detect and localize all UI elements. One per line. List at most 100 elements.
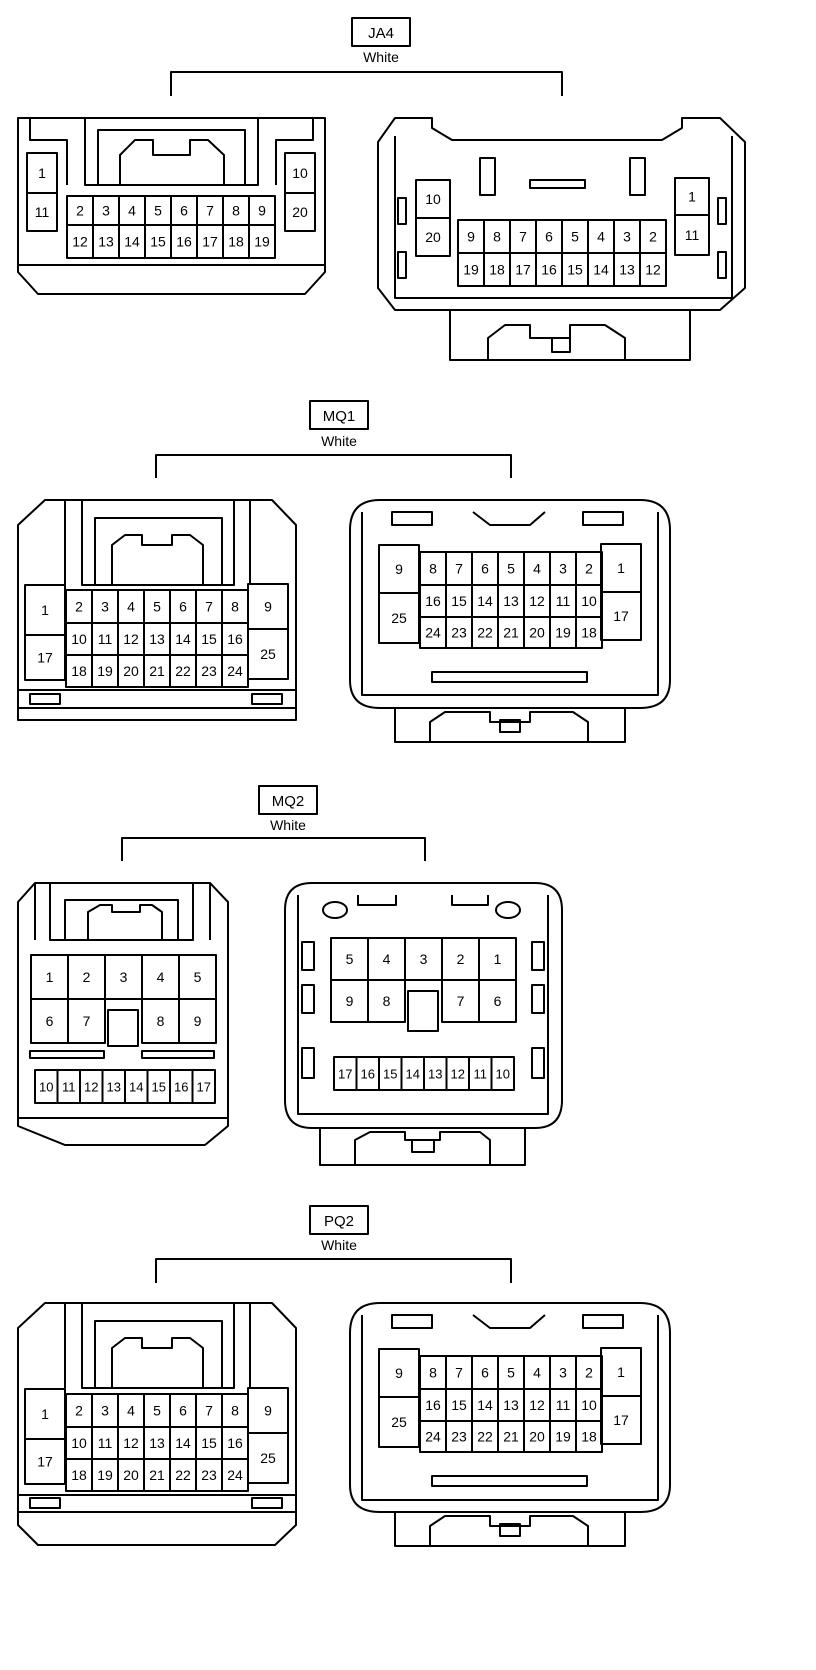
pin-number: 3	[559, 1365, 567, 1381]
pin-number: 19	[97, 663, 113, 679]
connector-label: MQ2	[272, 793, 305, 810]
pin-number: 15	[383, 1067, 397, 1082]
key-notch	[357, 895, 489, 906]
pin-number: 5	[153, 599, 161, 615]
pin-number: 13	[503, 1397, 519, 1413]
pin-number: 6	[481, 1365, 489, 1381]
cavity-plug	[407, 990, 439, 1032]
pin-number: 5	[153, 1403, 161, 1419]
pin-number: 20	[123, 663, 139, 679]
pin-number: 9	[395, 561, 403, 577]
pin-number: 1	[41, 602, 49, 618]
pin-number: 15	[201, 1435, 217, 1451]
pin-number: 1	[617, 560, 625, 576]
pin-number: 9	[467, 229, 475, 245]
lock-tab-detail	[87, 904, 163, 940]
housing-slot	[431, 671, 588, 683]
key-hole	[495, 901, 521, 919]
housing-slot	[251, 1497, 283, 1509]
pin-number: 20	[529, 1429, 545, 1445]
pin-number: 18	[228, 234, 244, 250]
pin-number: 7	[206, 203, 214, 219]
housing-slot	[141, 1050, 215, 1059]
pin-cell	[415, 217, 451, 257]
connector-color: White	[321, 433, 357, 449]
pin-number: 12	[451, 1067, 465, 1082]
pin-number: 16	[174, 1080, 188, 1095]
connector-label-box	[309, 400, 369, 430]
side-rib	[397, 251, 407, 279]
pin-number: 10	[71, 1435, 87, 1451]
pin-number: 17	[197, 1080, 211, 1095]
pin-number: 13	[98, 234, 114, 250]
connector-face-female: 1172101831119412205132161422715238162492…	[17, 499, 297, 721]
pin-number: 16	[361, 1067, 375, 1082]
pin-number: 13	[428, 1067, 442, 1082]
pin-number: 5	[346, 951, 354, 967]
pin-number: 4	[383, 951, 391, 967]
pin-number: 25	[260, 646, 276, 662]
pin-number: 12	[84, 1080, 98, 1095]
pin-number: 15	[201, 631, 217, 647]
connector-housing	[17, 1302, 297, 1546]
pin-number: 11	[556, 1397, 571, 1413]
pin-number: 11	[98, 1435, 113, 1451]
side-rib	[717, 251, 727, 279]
pin-number: 9	[264, 599, 272, 615]
connector-housing-inner	[361, 1315, 659, 1501]
connector-housing	[17, 499, 297, 721]
pin-number: 3	[101, 599, 109, 615]
pin-cell	[178, 998, 217, 1044]
connector-housing	[284, 882, 563, 1129]
pin-cell	[490, 1056, 515, 1091]
pin-number: 15	[150, 234, 166, 250]
pin-number: 17	[37, 1454, 53, 1470]
pin-cell	[26, 192, 58, 232]
side-rib	[717, 197, 727, 225]
pin-number: 22	[477, 1429, 493, 1445]
pin-number: 9	[264, 1403, 272, 1419]
key-slot	[479, 157, 496, 196]
pin-number: 22	[477, 625, 493, 641]
pin-number: 15	[567, 262, 583, 278]
pin-cell	[284, 192, 316, 232]
housing-line	[18, 689, 296, 709]
pin-cell	[67, 998, 106, 1044]
key-slot	[472, 511, 546, 526]
pin-number: 24	[425, 625, 441, 641]
pin-number: 19	[97, 1467, 113, 1483]
pin-number: 7	[457, 993, 465, 1009]
connector-housing	[17, 882, 229, 1146]
connector-color: White	[321, 1237, 357, 1253]
pin-number: 16	[227, 1435, 243, 1451]
pin-number: 4	[127, 599, 135, 615]
pin-number: 17	[613, 608, 629, 624]
pin-number: 14	[477, 593, 493, 609]
side-rib	[397, 197, 407, 225]
connector-face-male: 9258162471523614225132141220311192101811…	[349, 499, 671, 743]
connector-housing-inner	[394, 136, 733, 299]
lock-tab-detail	[119, 139, 225, 185]
pin-number: 12	[645, 262, 661, 278]
pin-number: 8	[231, 1403, 239, 1419]
pin-number: 13	[619, 262, 635, 278]
pin-number: 21	[503, 1429, 519, 1445]
connector-face-female: 1172101831119412205132161422715238162492…	[17, 1302, 297, 1546]
pin-number: 2	[76, 203, 84, 219]
pin-number: 18	[581, 625, 597, 641]
pin-number: 24	[425, 1429, 441, 1445]
cavity-plug	[107, 1009, 139, 1047]
pin-number: 15	[451, 593, 467, 609]
pin-number: 16	[541, 262, 557, 278]
connector-housing-detail	[29, 118, 314, 185]
pin-number: 24	[227, 663, 243, 679]
pin-cell	[600, 1395, 642, 1445]
pin-number: 4	[597, 229, 605, 245]
housing-slot	[251, 693, 283, 705]
pin-number: 19	[555, 625, 571, 641]
pin-number: 4	[157, 969, 165, 985]
